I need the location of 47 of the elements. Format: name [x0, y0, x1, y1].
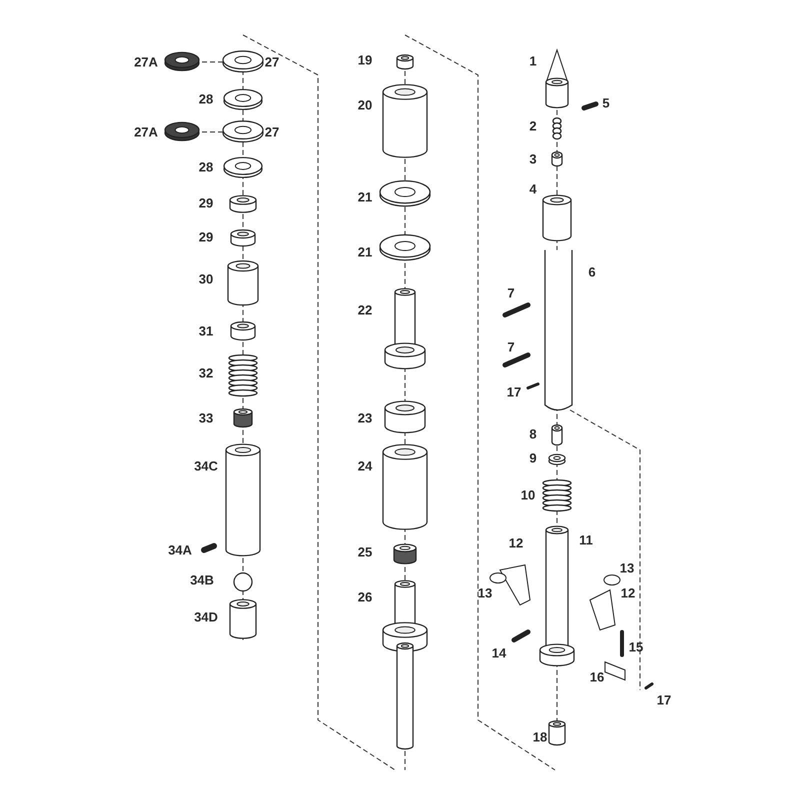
callout-number: 4 — [529, 182, 537, 196]
callout-number: 30 — [198, 272, 214, 286]
callout-number: 34A — [168, 544, 192, 556]
callout-number: 28 — [198, 160, 214, 174]
callout-number: 3 — [529, 152, 537, 166]
callout-number: 24 — [358, 460, 372, 472]
callout-number: 7 — [507, 340, 515, 354]
callout-number: 7 — [507, 286, 515, 300]
callout-number: 20 — [358, 98, 372, 112]
callout-number: 22 — [358, 304, 372, 316]
callout-number: 1 — [529, 54, 537, 68]
callout-number: 16 — [590, 670, 604, 684]
callout-number: 11 — [579, 534, 593, 546]
callout-number: 32 — [198, 366, 214, 380]
callout-number: 6 — [588, 266, 596, 278]
callout-number: 21 — [358, 246, 372, 258]
callout-number: 28 — [198, 92, 214, 106]
callout-number: 27A — [134, 56, 158, 68]
callout-number: 23 — [358, 412, 372, 424]
callout-number: 34B — [190, 574, 214, 586]
callout-number: 27 — [264, 126, 280, 138]
callout-number: 33 — [198, 412, 214, 424]
callout-number: 19 — [358, 54, 372, 66]
callout-number: 15 — [628, 640, 644, 654]
callout-number: 21 — [358, 190, 372, 204]
callout-number: 27A — [134, 126, 158, 138]
callout-number: 10 — [520, 488, 536, 502]
callout-number: 25 — [358, 546, 372, 558]
callout-number: 27 — [264, 56, 280, 68]
callout-number: 14 — [492, 646, 506, 660]
callout-number: 13 — [478, 586, 492, 600]
callout-number: 8 — [529, 428, 537, 440]
callout-number: 34D — [194, 610, 218, 624]
callout-number: 13 — [620, 562, 634, 574]
callout-number: 29 — [198, 230, 214, 244]
callout-number: 17 — [656, 694, 672, 706]
callout-number: 34C — [194, 460, 218, 472]
callout-number: 12 — [620, 586, 636, 600]
callout-number: 2 — [529, 120, 537, 132]
callout-number: 5 — [602, 96, 610, 110]
callout-number: 31 — [198, 324, 214, 338]
callout-number: 26 — [358, 590, 372, 604]
callout-number: 17 — [506, 386, 522, 398]
callout-number: 18 — [532, 730, 548, 744]
callout-number: 12 — [508, 536, 524, 550]
callout-number: 9 — [529, 452, 537, 464]
callout-number: 29 — [198, 196, 214, 210]
